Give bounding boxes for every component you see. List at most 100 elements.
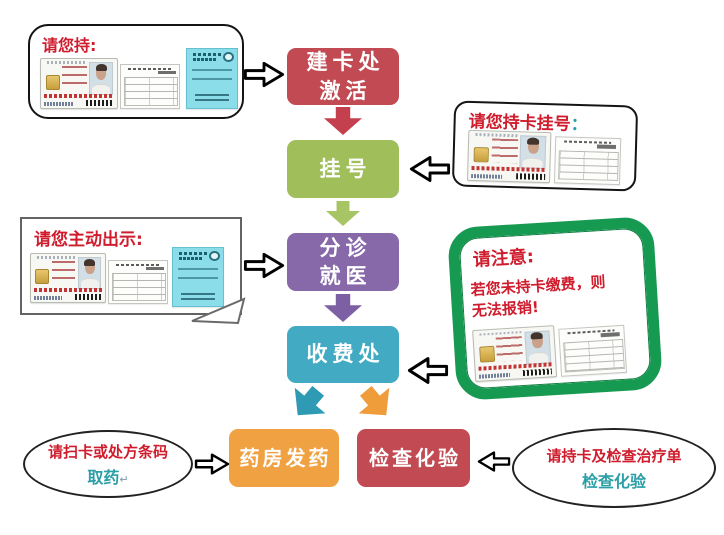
form-table-grid [123,77,179,106]
certificate-subtitle-text [193,58,217,62]
card-photo [89,62,114,95]
callout-title-colon: ： [570,114,588,136]
form-title-text [563,140,612,144]
card-barcode [515,172,546,181]
card-info-text [51,261,76,285]
arrow-down-icon [324,107,362,135]
notice-line: 无法报销! [471,298,540,321]
arrow-left-icon [409,153,451,185]
callout-register-with-card: 请您持卡挂号： [451,100,639,192]
card-photo [524,329,552,365]
callout-title: 请您主动出示: [34,230,143,250]
step-label: 检查化验 [369,445,461,470]
card-bottom-text [471,174,503,179]
card-barcode [522,367,553,377]
folded-corner [191,297,246,325]
step-label: 收费处 [306,342,385,367]
step-label: 药房发药 [239,445,332,470]
certificate-footer-text [195,94,229,104]
card-header-text [479,330,522,336]
card-header-text [47,61,87,64]
arrow-right-icon [243,59,285,90]
person-head [527,139,539,154]
arrow-down-right-icon [350,378,401,428]
arrow-right-icon [243,250,285,281]
medical-form-image [558,324,628,377]
step-label: 挂号 [319,156,372,181]
person-head [84,258,95,275]
step-lab: 检查化验 [357,429,470,487]
form-header-block [158,71,176,75]
form-header-block [146,266,164,271]
social-security-card-image [466,129,552,184]
arrow-down-left-icon [282,378,333,428]
arrow-down-icon [326,201,360,226]
certificate-seal [223,51,234,62]
return-mark-icon: ↵ [119,472,129,486]
form-table-grid [111,272,167,301]
certificate-title-text [193,53,221,57]
arrow-left-icon [477,449,511,474]
step-cashier: 收费处 [287,326,399,383]
form-table-grid [563,338,625,373]
card-header-text [475,133,518,138]
person-head [531,333,544,349]
person-shoulders [91,83,111,94]
card-chip [478,345,495,363]
card-barcode [85,99,114,107]
form-header-block [596,144,617,149]
step-card-office: 建卡处 激活 [287,48,399,105]
social-security-card-image [472,325,558,383]
callout-pickup: 请扫卡或处方条码 取药↵ [23,430,193,498]
step-triage: 分诊 就医 [287,233,399,291]
certificate-subtitle-text [179,257,203,261]
medical-form-image [108,260,168,304]
card-info-text [496,335,524,362]
form-title-text [115,263,159,266]
card-info-text [491,138,518,164]
person-shoulders [80,278,99,289]
social-security-card-image [40,58,118,109]
callout-title: 请您持: [42,36,97,55]
card-bottom-text [44,102,73,106]
card-bottom-text [33,296,63,300]
card-photo [519,135,547,169]
social-security-card-image [30,253,106,303]
card-bottom-text [479,372,510,379]
callout-notice: 请注意: 若您未持卡缴费，则 无法报销! [446,215,664,402]
step-label: 就医 [319,264,372,288]
person-head [95,63,107,80]
step-label: 激活 [319,78,372,103]
step-label: 建卡处 [306,50,385,75]
medical-form-image [120,64,180,109]
exam-line2: 检查化验 [581,471,646,491]
medical-form-image [553,136,622,186]
form-header-block [600,332,620,338]
card-header-text [36,256,76,259]
card-chip [35,269,50,285]
step-pharmacy: 药房发药 [229,429,339,487]
callout-exam: 请持卡及检查治疗单 检查化验 [512,428,716,508]
insurance-certificate-image [186,48,238,109]
certificate-seal [209,250,220,261]
form-title-text [127,67,171,70]
callout-hold-items: 请您持: [28,24,244,119]
notice-title: 请注意: [472,246,535,271]
card-barcode [74,293,102,301]
card-number-row [33,288,103,293]
card-chip [473,146,489,163]
card-number-row [44,93,114,99]
arrow-right-icon [194,451,230,477]
step-registration: 挂号 [287,140,399,198]
card-info-text [62,66,87,90]
callout-show-items: 请您主动出示: [20,217,246,325]
arrow-down-icon [324,294,362,322]
step-label: 分诊 [319,235,372,260]
arrow-left-icon [407,354,449,387]
certificate-body-text [192,69,232,86]
pickup-line2: 取药↵ [87,467,129,487]
pickup-line1: 请扫卡或处方条码 [47,442,168,461]
certificate-title-text [179,252,207,255]
exam-line1: 请持卡及检查治疗单 [546,446,682,465]
